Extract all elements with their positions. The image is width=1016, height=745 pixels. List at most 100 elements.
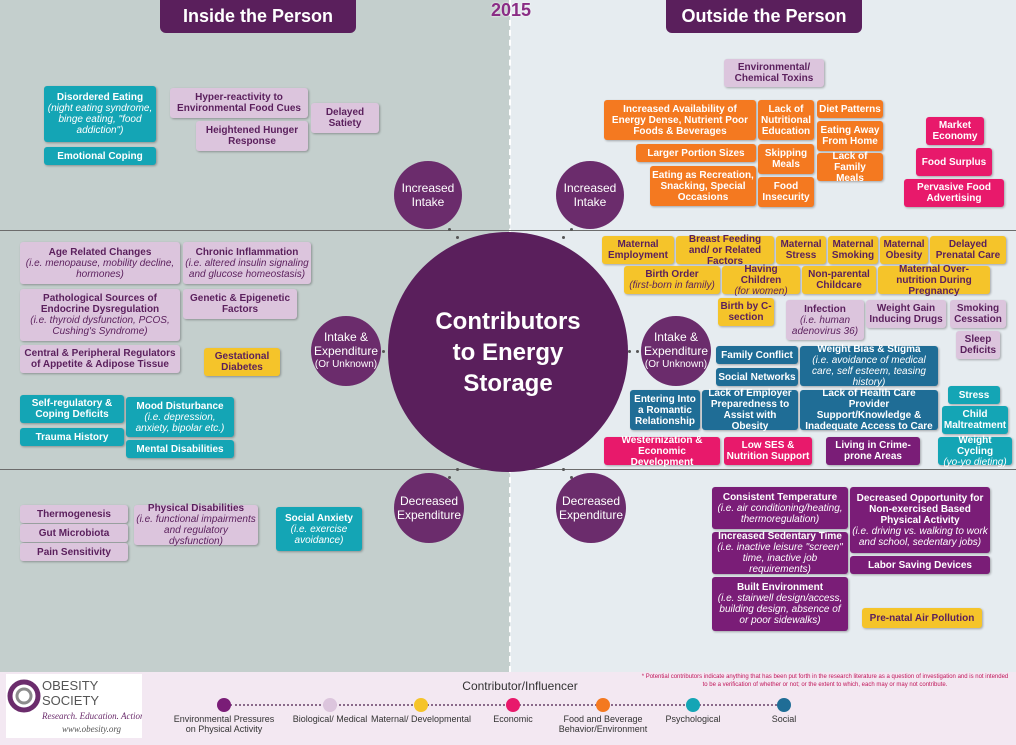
box-emotional-coping: Emotional Coping — [44, 147, 156, 165]
box-infection: Infection(i.e. human adenovirus 36) — [786, 300, 864, 340]
box-family-conflict: Family Conflict — [716, 346, 798, 364]
box-food-insecurity: Food Insecurity — [758, 177, 814, 207]
box-environmental-toxins: Environmental/ Chemical Toxins — [724, 59, 824, 87]
box-thermogenesis: Thermogenesis — [20, 505, 128, 523]
box-eating-away: Eating Away From Home — [817, 121, 883, 151]
circle-intake-expenditure-outside: Intake &Expenditure(Or Unknown) — [641, 316, 711, 386]
connector-dot — [456, 468, 459, 471]
box-food-surplus: Food Surplus — [916, 148, 992, 176]
box-genetic-epigenetic: Genetic & Epigenetic Factors — [183, 289, 297, 319]
box-increased-availability: Increased Availability of Energy Dense, … — [604, 100, 756, 140]
circle-increased-intake-outside: Increased Intake — [556, 161, 624, 229]
box-birth-c-section: Birth by C-section — [718, 298, 774, 326]
box-nonparental-childcare: Non-parental Childcare — [802, 266, 876, 294]
connector-dot — [562, 468, 565, 471]
box-mood-disturbance: Mood Disturbance(i.e. depression, anxiet… — [126, 397, 234, 437]
box-maternal-obesity: Maternal Obesity — [880, 236, 928, 264]
center-title-line2: to Energy — [452, 338, 564, 366]
legend-label-psychological: Psychological — [665, 714, 721, 724]
box-gestational-diabetes: Gestational Diabetes — [204, 348, 280, 376]
box-central-peripheral-regulators: Central & Peripheral Regulators of Appet… — [20, 345, 180, 373]
legend-dot-psychological — [686, 698, 700, 712]
legend-title: Contributor/Influencer — [462, 679, 578, 693]
box-employer-preparedness: Lack of Employer Preparedness to Assist … — [702, 388, 798, 432]
divider-line-top — [0, 230, 1016, 231]
box-age-related-changes: Age Related Changes(i.e. menopause, mobi… — [20, 242, 180, 284]
legend-label-environmental: Environmental Pressures on Physical Acti… — [173, 714, 275, 734]
box-lack-family-meals: Lack of Family Meals — [817, 151, 883, 184]
center-title-line3: Storage — [463, 369, 553, 397]
box-market-economy: Market Economy — [926, 117, 984, 145]
legend-label-social: Social — [771, 714, 797, 724]
box-self-regulatory: Self-regulatory & Coping Deficits — [20, 395, 124, 423]
box-mental-disabilities: Mental Disabilities — [126, 440, 234, 458]
connector-dot — [628, 350, 631, 353]
outside-header: Outside the Person — [666, 0, 862, 33]
box-weight-bias: Weight Bias & Stigma(i.e. avoidance of m… — [800, 344, 938, 388]
box-labor-saving: Labor Saving Devices — [850, 556, 990, 574]
box-child-maltreatment: Child Maltreatment — [942, 406, 1008, 434]
circle-increased-intake-inside: Increased Intake — [394, 161, 462, 229]
box-low-ses: Low SES & Nutrition Support — [724, 437, 812, 465]
box-birth-order: Birth Order(first-born in family) — [624, 266, 720, 294]
box-heightened-hunger: Heightened Hunger Response — [196, 121, 308, 151]
circle-intake-expenditure-inside: Intake &Expenditure(Or Unknown) — [311, 316, 381, 386]
box-having-children: Having Children(for women) — [722, 264, 800, 297]
legend-dot-social — [777, 698, 791, 712]
box-romantic-relationship: Entering Into a Romantic Relationship — [630, 390, 700, 430]
box-crime-prone-areas: Living in Crime-prone Areas — [826, 437, 920, 465]
circle-decreased-expenditure-outside: Decreased Expenditure — [556, 473, 626, 543]
svg-text:www.obesity.org: www.obesity.org — [62, 724, 122, 734]
box-skipping-meals: Skipping Meals — [758, 144, 814, 174]
box-diet-patterns: Diet Patterns — [817, 100, 883, 118]
box-sedentary-time: Increased Sedentary Time(i.e. inactive l… — [712, 531, 848, 575]
box-decreased-opportunity: Decreased Opportunity for Non-exercised … — [850, 487, 990, 553]
box-gut-microbiota: Gut Microbiota — [20, 524, 128, 542]
box-weight-cycling: Weight Cycling(yo-yo dieting) — [938, 435, 1012, 468]
inside-header: Inside the Person — [160, 0, 356, 33]
box-maternal-smoking: Maternal Smoking — [828, 236, 878, 264]
legend-dot-food — [596, 698, 610, 712]
legend-label-food: Food and Beverage Behavior/Environment — [558, 714, 648, 734]
box-maternal-employment: Maternal Employment — [602, 236, 674, 264]
box-food-advertising: Pervasive Food Advertising — [904, 179, 1004, 207]
box-westernization: Westernization & Economic Development — [604, 435, 720, 468]
box-disordered-eating: Disordered Eating(night eating syndrome,… — [44, 86, 156, 142]
connector-dot — [382, 350, 385, 353]
legend-dot-biological — [323, 698, 337, 712]
box-social-networks: Social Networks — [716, 368, 798, 386]
box-health-care-provider: Lack of Health Care Provider Support/Kno… — [800, 388, 938, 432]
legend-dot-maternal — [414, 698, 428, 712]
box-physical-disabilities: Physical Disabilities(i.e. functional im… — [134, 503, 258, 547]
box-stress: Stress — [948, 386, 1000, 404]
box-weight-gain-drugs: Weight Gain Inducing Drugs — [866, 300, 946, 328]
box-eating-recreation: Eating as Recreation, Snacking, Special … — [650, 166, 756, 206]
box-pain-sensitivity: Pain Sensitivity — [20, 543, 128, 561]
box-delayed-satiety: Delayed Satiety — [311, 103, 379, 133]
box-smoking-cessation: Smoking Cessation — [950, 300, 1006, 328]
legend-label-maternal: Maternal/ Developmental — [370, 714, 472, 724]
connector-dot — [448, 476, 451, 479]
legend-label-biological: Biological/ Medical — [292, 714, 368, 724]
box-delayed-prenatal: Delayed Prenatal Care — [930, 236, 1006, 264]
box-consistent-temperature: Consistent Temperature(i.e. air conditio… — [712, 487, 848, 529]
box-larger-portions: Larger Portion Sizes — [636, 144, 756, 162]
box-sleep-deficits: Sleep Deficits — [956, 331, 1000, 359]
box-chronic-inflammation: Chronic Inflammation(i.e. altered insuli… — [183, 242, 311, 284]
connector-dot — [448, 228, 451, 231]
box-trauma-history: Trauma History — [20, 428, 124, 446]
box-hyper-reactivity: Hyper-reactivity to Environmental Food C… — [170, 88, 308, 118]
svg-text:Research. Education. Action.: Research. Education. Action. — [41, 711, 142, 721]
box-maternal-stress: Maternal Stress — [776, 236, 826, 264]
box-maternal-overnutrition: Maternal Over-nutrition During Pregnancy — [878, 264, 990, 297]
svg-text:OBESITY: OBESITY — [42, 678, 99, 693]
box-built-environment: Built Environment(i.e. stairwell design/… — [712, 577, 848, 631]
circle-decreased-expenditure-inside: Decreased Expenditure — [394, 473, 464, 543]
year-label: 2015 — [490, 0, 532, 20]
svg-text:SOCIETY: SOCIETY — [42, 693, 99, 708]
connector-dot — [570, 228, 573, 231]
box-breast-feeding: Breast Feeding and/ or Related Factors — [676, 234, 774, 267]
connector-dot — [636, 350, 639, 353]
footnote: * Potential contributors indicate anythi… — [641, 674, 1009, 688]
obesity-society-logo: OBESITY SOCIETY Research. Education. Act… — [6, 674, 142, 738]
